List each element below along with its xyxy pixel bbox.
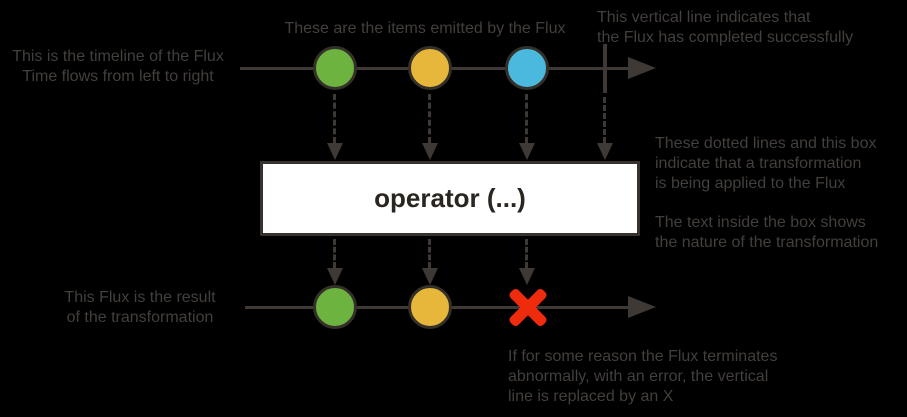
- source-item-blue: [505, 46, 549, 90]
- operator-label: operator (...): [374, 183, 526, 213]
- complete-marker: [603, 44, 607, 93]
- dashed-arrowhead-icon: [519, 143, 535, 160]
- dashed-line: [603, 97, 606, 143]
- dashed-line: [428, 94, 431, 143]
- source-item-green: [313, 46, 357, 90]
- dashed-arrowhead-icon: [519, 268, 535, 285]
- dashed-line: [428, 239, 431, 268]
- timeline-annotation: This is the timeline of the Flux Time fl…: [12, 48, 224, 85]
- dashed-arrowhead-icon: [422, 143, 438, 160]
- dashed-line: [525, 239, 528, 268]
- dashed-arrowhead-icon: [597, 143, 613, 160]
- complete-annotation: This vertical line indicates that the Fl…: [597, 9, 854, 46]
- error-annotation: If for some reason the Flux terminates a…: [508, 348, 778, 405]
- dashed-line: [333, 239, 336, 268]
- result-annotation: This Flux is the result of the transform…: [64, 289, 216, 326]
- source-item-yellow: [408, 46, 452, 90]
- dashed-arrowhead-icon: [422, 268, 438, 285]
- dashed-arrowhead-icon: [327, 268, 343, 285]
- result-item-yellow: [408, 285, 452, 329]
- operator-box: operator (...): [260, 161, 640, 236]
- box-text-annotation: The text inside the box shows the nature…: [655, 214, 879, 251]
- transformation-annotation: These dotted lines and this box indicate…: [655, 135, 877, 192]
- dashed-arrowhead-icon: [327, 143, 343, 160]
- result-item-green: [313, 285, 357, 329]
- items-annotation: These are the items emitted by the Flux: [284, 20, 566, 37]
- result-timeline-arrowhead-icon: [628, 296, 656, 318]
- error-x-icon: [505, 284, 551, 330]
- source-timeline-arrowhead-icon: [628, 57, 656, 79]
- dashed-line: [333, 94, 336, 143]
- dashed-line: [525, 94, 528, 143]
